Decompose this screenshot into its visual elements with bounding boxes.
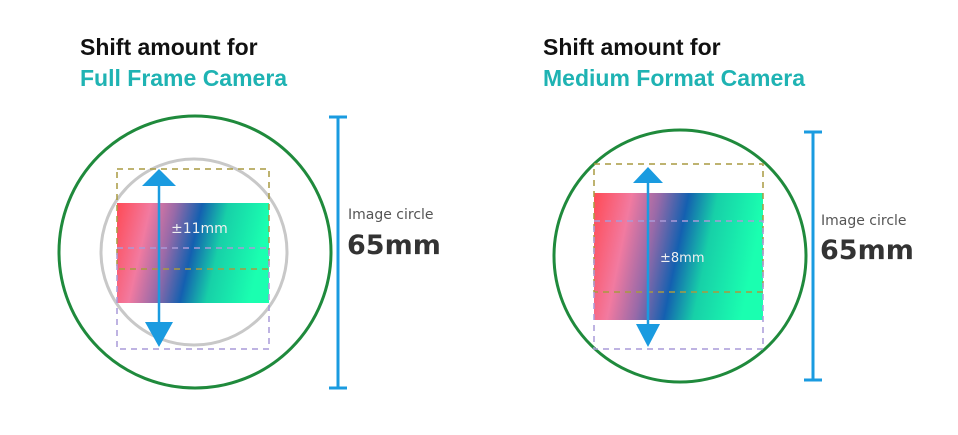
shift-label: ±8mm: [660, 251, 705, 266]
image-circle-dimension: [804, 130, 822, 382]
shift-down-frame: [116, 247, 270, 350]
panel-1-title-line2: Full Frame Camera: [80, 65, 288, 91]
shift-arrow-icon: [633, 167, 663, 347]
sensor-rect: [117, 203, 269, 303]
panel-1-title-line1: Shift amount for: [80, 34, 258, 60]
shift-down-frame: [593, 220, 764, 350]
image-circle-value: 65mm: [820, 235, 914, 266]
image-circle-label: Image circle: [348, 207, 434, 223]
shift-arrow-icon: [142, 169, 176, 347]
image-circle: [552, 128, 808, 384]
panel-medium-format: ±8mm Image circle 65mm: [552, 128, 914, 384]
sensor-rect: [594, 193, 763, 320]
panel-full-frame: ±11mm Image circle 65mm: [57, 114, 441, 390]
shift-up-frame: [116, 168, 270, 270]
image-circle-dimension: [329, 115, 347, 390]
image-circle-value: 65mm: [347, 230, 441, 261]
panel-2-title-line1: Shift amount for: [543, 34, 721, 60]
sensor-coverage-circle: [99, 157, 289, 347]
panel-2-title-line2: Medium Format Camera: [543, 65, 806, 91]
image-circle: [57, 114, 333, 390]
shift-label: ±11mm: [171, 221, 228, 237]
image-circle-label: Image circle: [821, 213, 907, 229]
